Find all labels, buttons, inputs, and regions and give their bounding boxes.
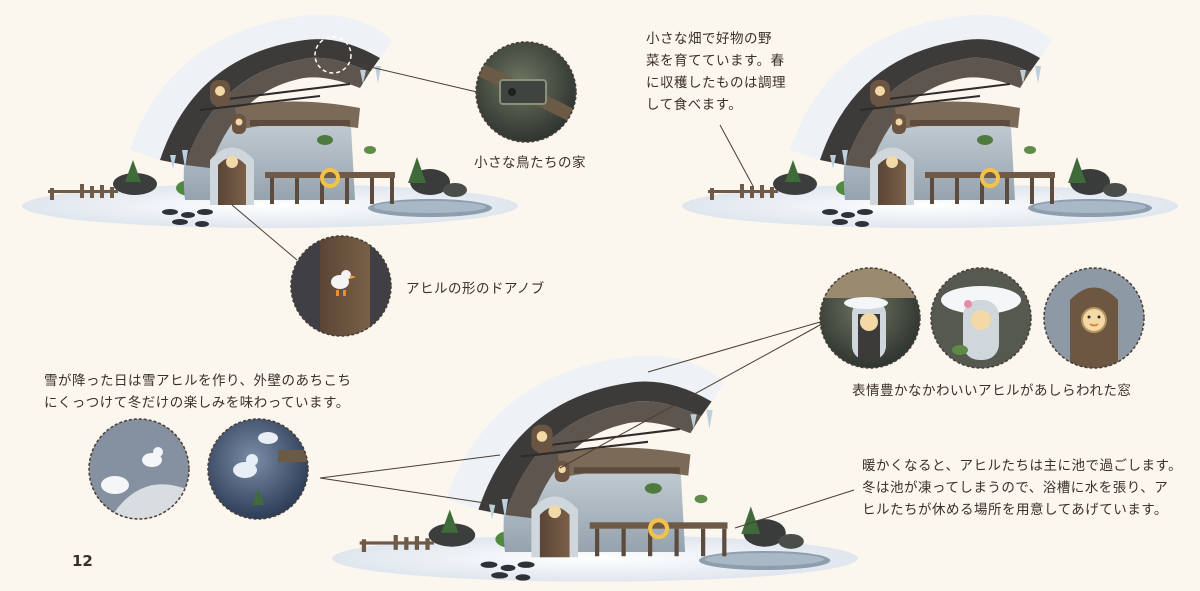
bubble-snow-duck-2 [207,418,309,520]
caption-duck-door-knob: アヒルの形のドアノブ [406,281,545,297]
bubble-snow-duck-1 [88,418,190,520]
bubble-window-3 [1043,267,1145,369]
caption-pond: 暖かくなると、アヒルたちは主に池で過ごします。 冬は池が凍ってしまうので、浴槽に… [862,458,1183,518]
house-render-bottom [332,356,858,582]
caption-duck-windows: 表情豊かなかわいいアヒルがあしらわれた窓 [852,383,1132,399]
house-render-top-left [20,12,520,231]
bubble-bird-house [475,41,577,143]
bird-house-highlight [314,36,352,74]
bubble-door-knob [290,235,392,337]
caption-bird-house: 小さな鳥たちの家 [474,155,586,171]
caption-vegetable-garden: 小さな畑で好物の野 菜を育てています。春 に収穫したものは調理 して食べます。 [646,31,786,113]
bubble-window-1 [819,267,921,369]
leader-lines [231,62,855,529]
bubble-window-2 [930,267,1032,369]
caption-snow-ducks: 雪が降った日は雪アヒルを作り、外壁のあちこち にくっつけて冬だけの楽しみを味わっ… [44,373,352,411]
page-number: 12 [72,552,93,570]
